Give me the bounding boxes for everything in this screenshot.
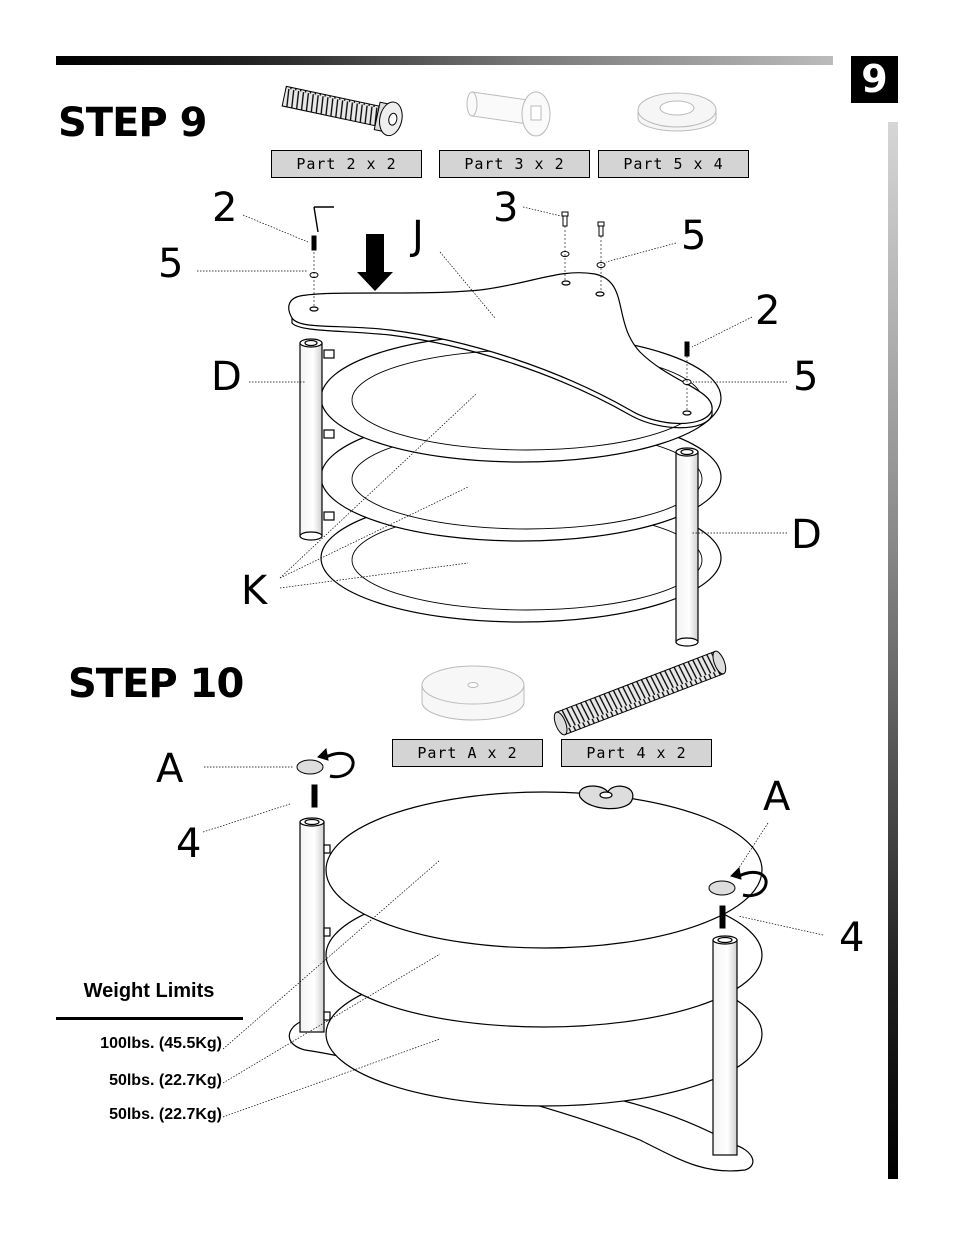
step-9-title: STEP 9 <box>58 100 207 146</box>
callout-4-right: 4 <box>839 915 865 961</box>
callout-5-right-top: 5 <box>681 213 707 259</box>
callout-a-right: A <box>763 774 791 820</box>
part-label-5: Part 5 x 4 <box>598 150 749 178</box>
page-number: 9 <box>851 56 898 103</box>
foot-part-a-icon <box>421 665 525 721</box>
side-rule <box>888 122 898 1179</box>
stand-step-9 <box>288 272 722 647</box>
washer-part-5-icon <box>637 92 717 132</box>
callout-a-left: A <box>156 746 184 792</box>
weight-limit-middle-shelf: 50lbs. (22.7Kg) <box>109 1072 222 1089</box>
part-label-a: Part A x 2 <box>392 739 543 767</box>
part-label-3: Part 3 x 2 <box>439 150 590 178</box>
sleeve-part-3-icon <box>466 91 551 137</box>
leader-lines-step-9 <box>197 206 787 589</box>
weight-limit-top-shelf: 100lbs. (45.5Kg) <box>100 1035 222 1052</box>
hardware-step-9 <box>309 206 692 385</box>
stand-step-10 <box>288 785 763 1172</box>
callout-5-right: 5 <box>793 354 819 400</box>
bolt-part-2-icon <box>281 85 403 137</box>
callout-2-right: 2 <box>755 288 781 334</box>
rotate-arrow-icon <box>317 747 768 898</box>
part-label-2: Part 2 x 2 <box>271 150 422 178</box>
alignment-lines-step-9 <box>313 226 688 411</box>
callout-k: K <box>241 568 268 614</box>
callout-j: J <box>412 213 424 259</box>
callout-3: 3 <box>493 185 519 231</box>
leader-lines-step-10 <box>202 766 824 1118</box>
down-arrow-icon <box>357 234 393 291</box>
hardware-step-10 <box>296 759 736 929</box>
callout-4-left: 4 <box>176 821 202 867</box>
part-label-4: Part 4 x 2 <box>561 739 712 767</box>
step-10-title: STEP 10 <box>68 661 244 707</box>
weight-limits-rule <box>56 1017 243 1020</box>
header-rule <box>56 56 833 65</box>
callout-2-left: 2 <box>212 185 238 231</box>
weight-limit-bottom-shelf: 50lbs. (22.7Kg) <box>109 1106 222 1123</box>
callout-5-left: 5 <box>158 241 184 287</box>
weight-limits-title: Weight Limits <box>83 980 215 1002</box>
callout-d-left: D <box>211 354 242 400</box>
callout-d-right: D <box>791 512 822 558</box>
threaded-rod-part-4-icon <box>553 650 727 736</box>
